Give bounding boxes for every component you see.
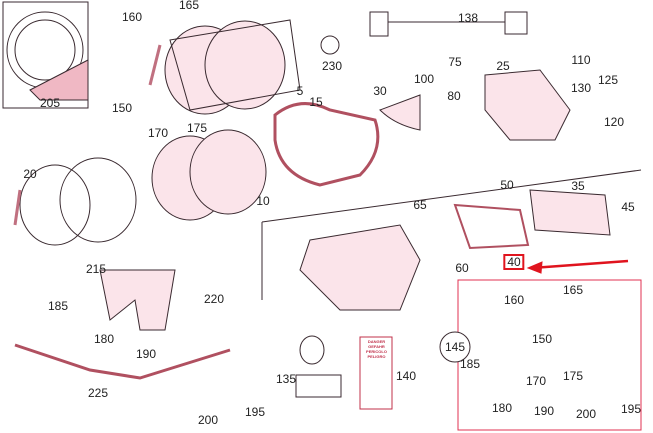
reflector-housing-icon [299,224,421,311]
part-label-125[interactable]: 125 [597,73,619,87]
part-label-25[interactable]: 25 [496,59,510,73]
warning-line: PELIGRO [367,354,386,359]
kit-145-circle [439,331,471,363]
part-label-120[interactable]: 120 [603,115,625,129]
trim-strip-225-icon [14,343,231,380]
cover-30-icon [379,94,421,131]
headlamp-top-icon [148,19,301,115]
part-label-150[interactable]: 150 [531,332,553,346]
bracket-215-icon [99,269,176,331]
part-label-190[interactable]: 190 [533,404,555,418]
part-label-100[interactable]: 100 [413,72,435,86]
part-label-180[interactable]: 180 [93,332,115,346]
part-label-160[interactable]: 160 [121,10,143,24]
part-label-75[interactable]: 75 [448,55,462,69]
part-label-195[interactable]: 195 [620,402,642,416]
lens-10-icon [151,129,267,221]
part-label-160[interactable]: 160 [503,293,525,307]
part-label-165[interactable]: 165 [178,0,200,12]
warning-label-140-icon [359,336,393,410]
part-label-110[interactable]: 110 [571,53,591,67]
part-label-170[interactable]: 170 [525,374,547,388]
part-label-10[interactable]: 10 [256,194,270,208]
warning-line: PERICOLO [366,349,387,354]
part-label-45[interactable]: 45 [621,200,635,214]
part-label-215[interactable]: 215 [85,262,107,276]
part-label-5[interactable]: 5 [296,84,304,98]
part-label-130[interactable]: 130 [570,81,592,95]
part-label-20[interactable]: 20 [23,167,37,181]
part-135-icon [295,374,342,398]
part-label-135[interactable]: 135 [275,372,297,386]
part-label-138[interactable]: 138 [457,11,479,25]
warning-line: GEFAHR [368,344,385,349]
gasket-40-icon [453,203,530,250]
part-label-15[interactable]: 15 [309,95,323,109]
part-label-230[interactable]: 230 [321,59,343,73]
part-label-35[interactable]: 35 [571,179,585,193]
part-label-200[interactable]: 200 [575,407,597,421]
part-label-185[interactable]: 185 [459,357,481,371]
warning-text: DANGER GEFAHR PERICOLO PELIGRO [363,339,390,359]
part-label-50[interactable]: 50 [500,178,514,192]
part-label-65[interactable]: 65 [413,198,427,212]
part-label-190[interactable]: 190 [135,347,157,361]
region-divider [261,169,642,300]
part-label-220[interactable]: 220 [203,292,225,306]
part-label-205[interactable]: 205 [39,96,61,110]
part-label-60[interactable]: 60 [455,261,469,275]
part-label-150[interactable]: 150 [111,101,133,115]
highlight-arrow [531,259,629,270]
part-label-200[interactable]: 200 [197,413,219,427]
part-label-30[interactable]: 30 [373,84,387,98]
lens-cover-205 [29,59,89,101]
seal-15-icon [273,102,380,187]
part-label-40[interactable]: 40 [503,254,525,270]
part-label-195[interactable]: 195 [244,405,266,419]
wrench-230-icon [320,35,340,55]
part-label-175[interactable]: 175 [186,121,208,135]
part-label-140[interactable]: 140 [395,369,417,383]
cover-35-icon [529,189,611,236]
inset-box-205 [2,1,89,109]
warning-line: DANGER [367,339,386,344]
housing-25-icon [484,69,571,141]
part-label-185[interactable]: 185 [47,299,69,313]
cable-138-icon [369,11,528,37]
part-label-80[interactable]: 80 [447,89,461,103]
part-label-180[interactable]: 180 [491,401,513,415]
part-label-165[interactable]: 165 [562,283,584,297]
frame-20-icon [13,157,137,246]
part-label-175[interactable]: 175 [562,369,584,383]
part-label-145[interactable]: 145 [444,340,466,354]
part-label-225[interactable]: 225 [87,386,109,400]
part-label-170[interactable]: 170 [147,126,169,140]
